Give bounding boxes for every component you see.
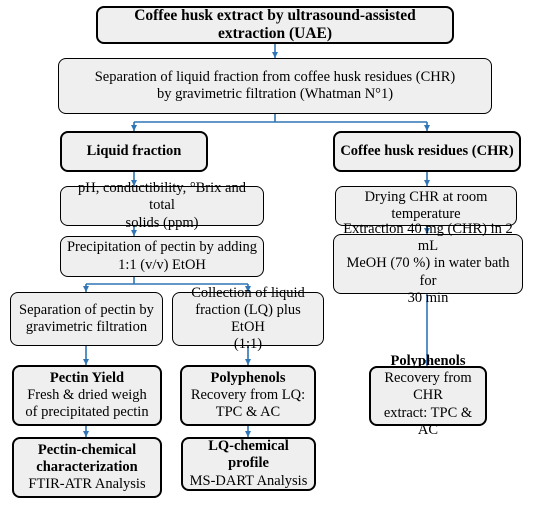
node-ph: pH, conductibility, °Brix and total soli… (60, 180, 264, 231)
node-collection: Collection of liquid fraction (LQ) plus … (172, 285, 324, 352)
node-drying-line2: temperature (391, 206, 461, 222)
node-pectin-char: Pectin-chemical characterization FTIR-AT… (12, 437, 162, 498)
node-separation-line2: by gravimetric filtration (Whatman N°1) (156, 86, 394, 102)
node-polyphenols-chr: Polyphenols Recovery from CHR extract: T… (369, 353, 487, 438)
node-precipitation: Precipitation of pectin by adding 1:1 (v… (60, 236, 264, 277)
node-drying-line1: Drying CHR at room (364, 188, 488, 205)
node-lq-profile-title: LQ-chemical profile (208, 438, 289, 472)
node-collection-line2: fraction (LQ) plus EtOH (195, 301, 301, 335)
node-lq-profile: LQ-chemical profile MS-DART Analysis (181, 437, 316, 491)
node-extraction-line2: MeOH (70 %) in water bath for (346, 255, 510, 289)
node-polyphenols-chr-line1: Recovery from CHR (384, 370, 472, 404)
node-uae-label: Coffee husk extract by ultrasound-assist… (134, 6, 416, 42)
node-precipitation-line2: 1:1 (v/v) EtOH (118, 256, 206, 273)
node-polyphenols-chr-line2: extract: TPC & AC (383, 404, 473, 438)
node-extraction-line3: 30 min (407, 289, 449, 306)
node-sep-pectin-line1: Separation of pectin by (19, 301, 154, 318)
node-polyphenols-lq: Polyphenols Recovery from LQ: TPC & AC (180, 365, 316, 426)
node-pectin-yield-line1: Fresh & dried weigh (27, 386, 147, 403)
node-pectin-yield-title: Pectin Yield (49, 369, 125, 386)
node-precipitation-line1: Precipitation of pectin by adding (66, 239, 258, 256)
node-pectin-char-title2: characterization (36, 458, 138, 475)
node-polyphenols-lq-line1: Recovery from LQ: (190, 386, 306, 403)
node-lq-profile-line1: MS-DART Analysis (189, 472, 308, 489)
node-pectin-char-line1: FTIR-ATR Analysis (28, 476, 146, 493)
node-liquid-fraction: Liquid fraction (60, 131, 208, 172)
node-polyphenols-chr-title: Polyphenols (390, 353, 466, 370)
node-liquid-fraction-label: Liquid fraction (86, 142, 182, 159)
node-extraction-line1: Extraction 40 mg (CHR) in 2 mL (343, 221, 513, 255)
node-separation-line1: Separation of liquid fraction from coffe… (94, 68, 456, 85)
node-chr-label: Coffee husk residues (CHR) (340, 142, 514, 159)
node-drying: Drying CHR at room temperature (335, 186, 517, 226)
node-extraction: Extraction 40 mg (CHR) in 2 mL MeOH (70 … (333, 221, 523, 306)
node-collection-line1: Collection of liquid (191, 284, 305, 301)
node-collection-line3: (1:1) (233, 336, 263, 353)
node-ph-line1: pH, conductibility, °Brix and total (78, 180, 246, 214)
node-pectin-yield: Pectin Yield Fresh & dried weigh of prec… (12, 365, 162, 426)
node-polyphenols-lq-line2: TPC & AC (215, 404, 281, 421)
node-sep-pectin-line2: gravimetric filtration (25, 319, 148, 335)
node-polyphenols-lq-title: Polyphenols (210, 369, 286, 386)
node-sep-pectin: Separation of pectin by gravimetric filt… (10, 292, 163, 346)
node-pectin-char-title1: Pectin-chemical (37, 441, 137, 458)
node-chr: Coffee husk residues (CHR) (333, 131, 521, 172)
node-separation: Separation of liquid fraction from coffe… (58, 58, 492, 114)
node-ph-line2: solids (ppm) (125, 214, 199, 231)
node-uae: Coffee husk extract by ultrasound-assist… (96, 6, 454, 44)
node-pectin-yield-line2: of precipitated pectin (25, 404, 149, 421)
